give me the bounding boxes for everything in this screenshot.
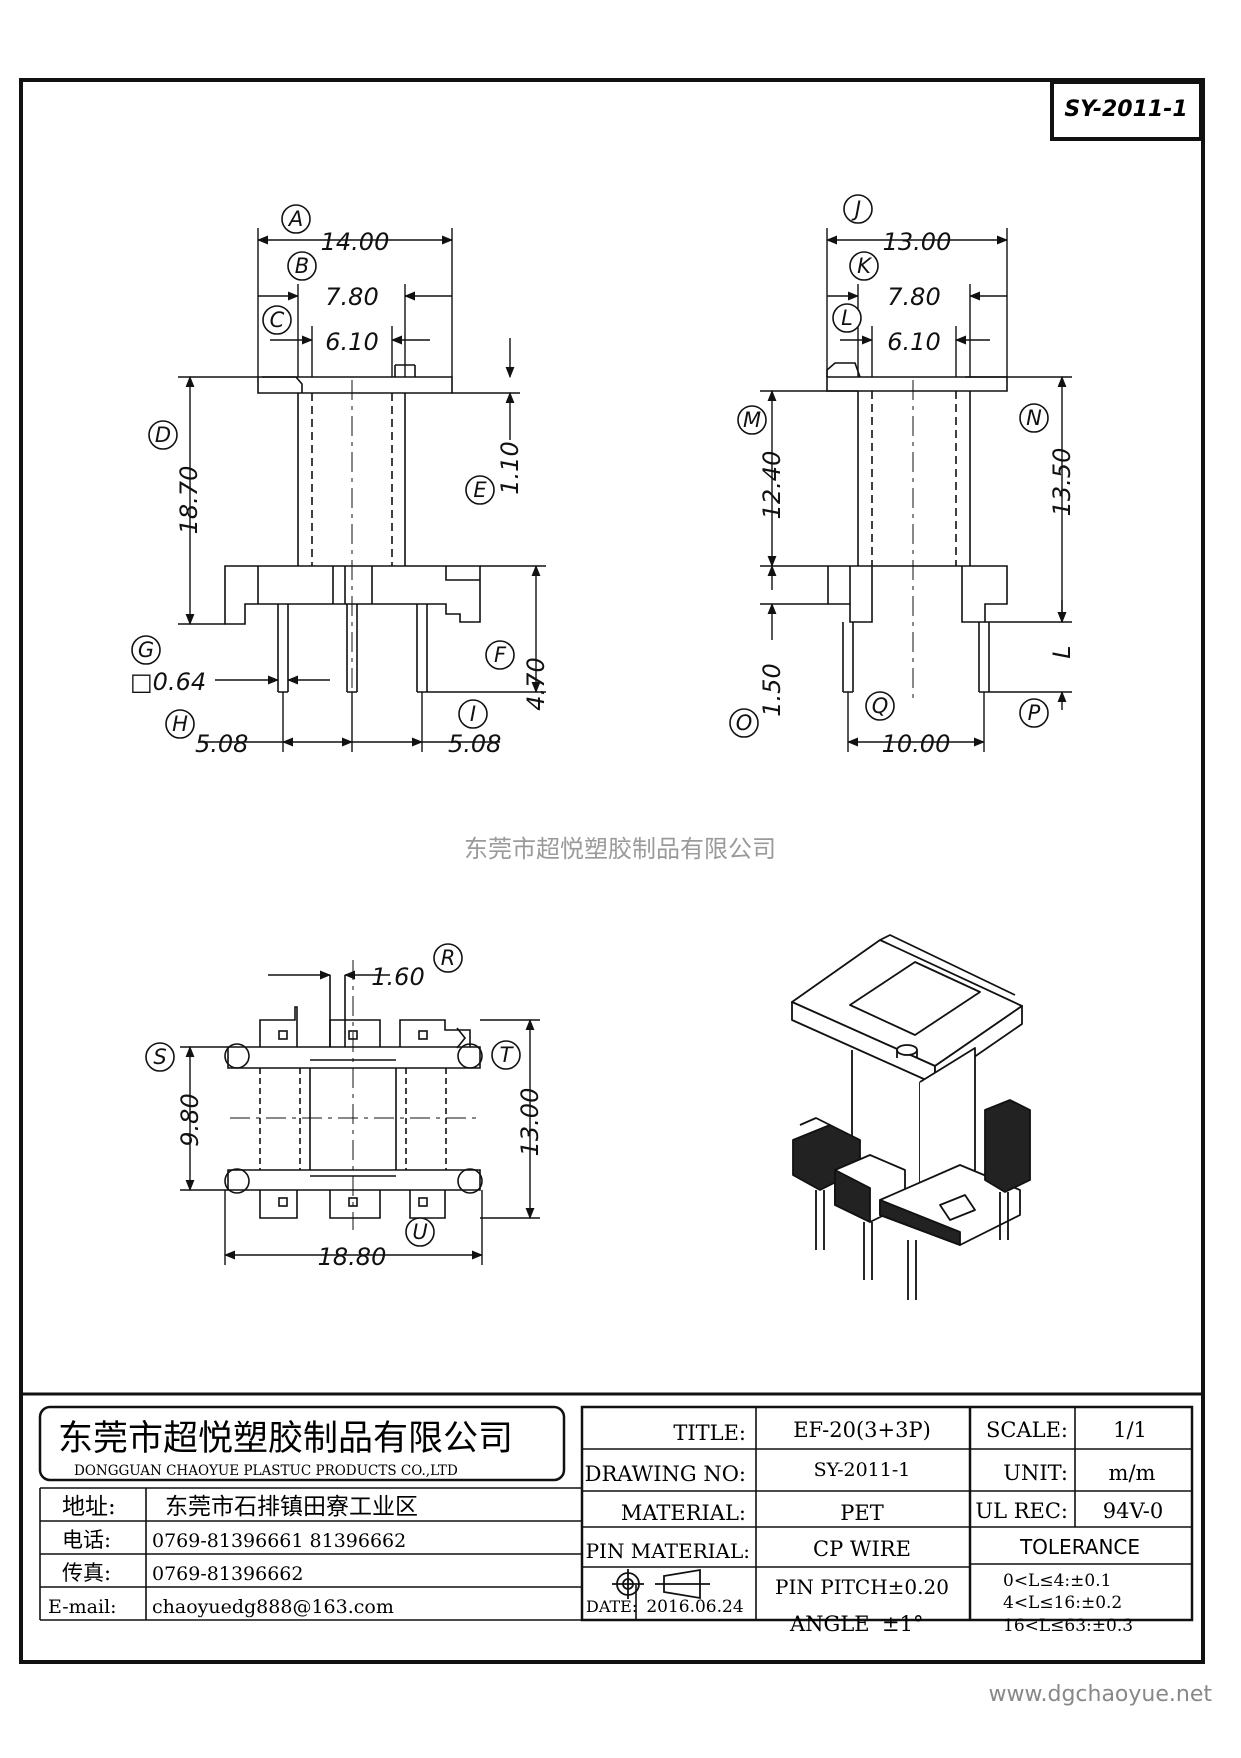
fax-value: 0769-81396662 (152, 1563, 303, 1585)
ul-value: 94V-0 (1103, 1499, 1163, 1523)
side-view-labels: J K L M N O P Q (729, 194, 1049, 738)
label-b: B (295, 254, 309, 278)
website-url: www.dgchaoyue.net (989, 1682, 1213, 1707)
dim-l: 6.10 (887, 328, 940, 356)
pin-material-value: CP WIRE (813, 1537, 911, 1561)
dim-s: 9.80 (176, 1093, 204, 1146)
dim-i: 5.08 (448, 730, 501, 758)
angle-label: ANGLE (789, 1612, 870, 1636)
title-block-text: 东莞市超悦塑胶制品有限公司 DONGGUAN CHAOYUE PLASTUC P… (48, 1418, 1163, 1636)
phone-label: 电话: (62, 1528, 111, 1552)
front-view-labels: A B C D E F G H I (131, 204, 515, 739)
label-g: G (138, 638, 154, 662)
drawing-no-value: SY-2011-1 (814, 1459, 911, 1481)
dim-p: L (1048, 645, 1076, 658)
front-view-dimensions (178, 228, 546, 752)
email-label: E-mail: (48, 1596, 117, 1618)
label-j: J (851, 197, 861, 221)
drawing-code: SY-2011-1 (1064, 97, 1187, 122)
bottom-view-labels: R S T U (145, 943, 521, 1247)
company-name-cn: 东莞市超悦塑胶制品有限公司 (58, 1419, 513, 1459)
title-value: EF-20(3+3P) (793, 1418, 931, 1442)
bottom-view-values: 1.60 9.80 13.00 18.80 (176, 963, 544, 1271)
label-o: O (736, 711, 753, 735)
dim-b: 7.80 (325, 283, 378, 311)
label-n: N (1026, 406, 1042, 430)
label-i: I (470, 702, 476, 726)
dim-e: 1.10 (496, 441, 524, 494)
label-m: M (743, 408, 761, 432)
angle-value: ±1° (882, 1612, 923, 1636)
label-d: D (155, 423, 171, 447)
drawing-code-box: SY-2011-1 (1050, 80, 1203, 141)
phone-value: 0769-81396661 81396662 (152, 1530, 406, 1552)
watermark-company: 东莞市超悦塑胶制品有限公司 (464, 835, 776, 863)
scale-label: SCALE: (986, 1418, 1068, 1442)
label-s: S (153, 1045, 166, 1069)
side-view-values: 13.00 7.80 6.10 12.40 13.50 1.50 L 10.00 (758, 228, 1076, 758)
fax-label: 传真: (62, 1561, 111, 1585)
label-p: P (1028, 701, 1041, 725)
sheet-border (19, 78, 1205, 1664)
address-label: 地址: (62, 1494, 116, 1520)
drawing-no-label: DRAWING NO: (585, 1462, 746, 1486)
side-view-dimensions (760, 228, 1072, 752)
material-value: PET (840, 1501, 883, 1525)
label-e: E (473, 478, 487, 502)
tolerance-2: 4<L≤16:±0.2 (1003, 1593, 1122, 1613)
dim-f: 4.70 (522, 657, 550, 710)
unit-value: m/m (1109, 1461, 1156, 1485)
dim-u: 18.80 (318, 1243, 387, 1271)
label-q: Q (872, 694, 889, 718)
dim-t: 13.00 (516, 1088, 544, 1157)
dim-m: 12.40 (758, 451, 786, 520)
tolerance-3: 16<L≤63:±0.3 (1003, 1616, 1133, 1636)
date-value: 2016.06.24 (646, 1597, 743, 1617)
title-label: TITLE: (673, 1421, 746, 1445)
company-name-en: DONGGUAN CHAOYUE PLASTUC PRODUCTS CO.,LT… (74, 1463, 458, 1479)
label-h: H (172, 712, 188, 736)
dim-r: 1.60 (371, 963, 424, 991)
bottom-view (224, 960, 483, 1230)
pin-material-label: PIN MATERIAL: (586, 1539, 750, 1563)
date-label: DATE: (586, 1597, 637, 1616)
bottom-view-dimensions (180, 970, 540, 1265)
label-c: C (270, 308, 285, 332)
ul-label: UL REC: (975, 1499, 1068, 1523)
label-u: U (412, 1220, 427, 1244)
dim-d: 18.70 (175, 466, 203, 535)
tolerance-1: 0<L≤4:±0.1 (1003, 1571, 1111, 1591)
tolerance-label: TOLERANCE (1019, 1535, 1140, 1559)
label-f: F (494, 643, 507, 667)
label-t: T (500, 1043, 515, 1067)
scale-value: 1/1 (1113, 1418, 1147, 1442)
material-label: MATERIAL: (621, 1501, 746, 1525)
label-a: A (287, 207, 303, 231)
dim-j: 13.00 (883, 228, 952, 256)
projection-symbol (612, 1568, 710, 1600)
title-block (21, 1392, 1203, 1622)
front-view-values: 14.00 7.80 6.10 18.70 1.10 4.70 □0.64 5.… (130, 228, 550, 758)
label-k: K (857, 254, 873, 278)
label-l: L (841, 306, 853, 330)
side-view (826, 362, 1008, 700)
label-r: R (441, 946, 456, 970)
front-view (224, 364, 481, 700)
dim-k: 7.80 (887, 283, 940, 311)
unit-label: UNIT: (1003, 1461, 1068, 1485)
dim-g: □0.64 (130, 668, 206, 696)
dim-c: 6.10 (325, 328, 378, 356)
dim-o: 1.50 (758, 663, 786, 716)
email-value: chaoyuedg888@163.com (152, 1596, 394, 1618)
dim-n: 13.50 (1048, 448, 1076, 517)
dim-a: 14.00 (321, 228, 390, 256)
address-value: 东莞市石排镇田寮工业区 (165, 1494, 418, 1520)
dim-q: 10.00 (882, 730, 951, 758)
pin-pitch: PIN PITCH±0.20 (775, 1575, 949, 1599)
dim-h: 5.08 (195, 730, 248, 758)
isometric-view (791, 934, 1031, 1300)
